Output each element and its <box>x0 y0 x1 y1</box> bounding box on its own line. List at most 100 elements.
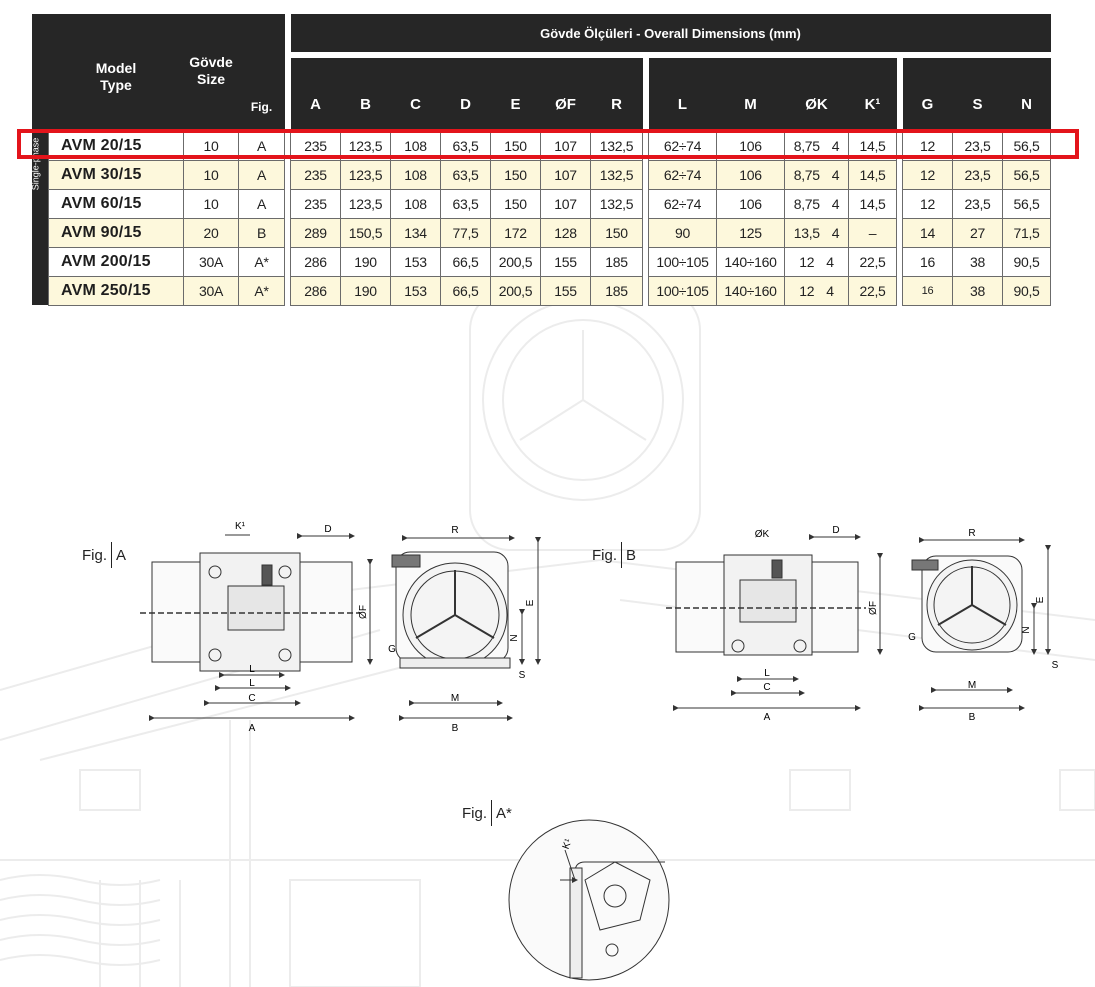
d-cell: 77,5 <box>440 217 491 248</box>
b-cell: 123,5 <box>340 188 391 219</box>
size-cell: 30A <box>183 275 239 306</box>
k-count: 4 <box>831 137 840 154</box>
dim-b-s-label: S <box>1052 660 1059 671</box>
k-diameter: 13,5 <box>793 224 820 241</box>
c-cell: 134 <box>390 217 441 248</box>
fig-b-label: Fig.B <box>592 542 636 568</box>
r-cell: 185 <box>590 246 643 277</box>
dim-b-d-label: D <box>832 525 839 536</box>
fig-astar-detail-view <box>508 819 670 981</box>
size-header-label-1: Gövde <box>189 54 233 70</box>
fig-cell: A <box>238 188 285 219</box>
dim-l2-label: L <box>249 664 255 675</box>
k-cell: 12 4 <box>784 246 849 277</box>
dim-g-label: G <box>388 644 396 655</box>
k1-cell: – <box>848 217 897 248</box>
g-cell: 14 <box>902 217 953 248</box>
e-cell: 150 <box>490 159 541 190</box>
dim-b-a-label: A <box>764 712 771 723</box>
dim-b-label: B <box>452 723 459 734</box>
fig-a-front-view <box>391 535 541 721</box>
col-header-k: ØK <box>784 52 849 131</box>
size-fig-header: Gövde Size Fig. <box>183 14 285 131</box>
m-cell: 140÷160 <box>716 275 785 306</box>
size-cell: 10 <box>183 188 239 219</box>
d-cell: 63,5 <box>440 159 491 190</box>
k-count: 4 <box>826 253 834 270</box>
k-count: 4 <box>831 195 840 212</box>
table-row: AVM 90/15 20 B 289 150,5 134 77,5 172 12… <box>32 217 1051 248</box>
c-cell: 108 <box>390 188 441 219</box>
dim-m-label: M <box>451 693 459 704</box>
dim-d-label: D <box>324 524 331 535</box>
col-header-d: D <box>440 52 491 131</box>
a-cell: 235 <box>290 188 341 219</box>
fig-cell: A* <box>238 246 285 277</box>
n-cell: 90,5 <box>1002 275 1051 306</box>
size-header-label-2: Size <box>196 71 225 87</box>
r-cell: 132,5 <box>590 188 643 219</box>
k-diameter: 8,75 <box>793 166 820 183</box>
fig-header-label: Fig. <box>250 100 273 114</box>
a-cell: 286 <box>290 275 341 306</box>
dim-b-e-label: E <box>1035 596 1046 603</box>
b-cell: 190 <box>340 246 391 277</box>
k1-cell: 14,5 <box>848 159 897 190</box>
dim-b-n-label: N <box>1021 626 1032 633</box>
g-cell: 12 <box>902 188 953 219</box>
fig-b-side-view <box>666 534 883 711</box>
dim-a-label: A <box>249 723 256 734</box>
dim-k1-label: K¹ <box>235 521 246 532</box>
a-cell: 286 <box>290 246 341 277</box>
k-diameter: 8,75 <box>793 195 820 212</box>
model-cell: AVM 90/15 <box>48 217 184 248</box>
dim-b-g-label: G <box>908 632 916 643</box>
model-cell: AVM 250/15 <box>48 275 184 306</box>
k-diameter: 12 <box>799 253 815 270</box>
col-header-b: B <box>340 52 391 131</box>
col-header-g: G <box>902 52 953 131</box>
model-cell: AVM 200/15 <box>48 246 184 277</box>
fig-a-label: Fig.A <box>82 542 126 568</box>
r-cell: 185 <box>590 275 643 306</box>
dim-astar-k1-label: K¹ <box>561 837 575 851</box>
f-cell: 155 <box>540 275 591 306</box>
l-cell: 62÷74 <box>648 159 717 190</box>
e-cell: 150 <box>490 188 541 219</box>
k-diameter: 8,75 <box>793 137 820 154</box>
f-cell: 155 <box>540 246 591 277</box>
e-cell: 200,5 <box>490 275 541 306</box>
s-cell: 38 <box>952 275 1003 306</box>
dim-r-label: R <box>451 525 458 536</box>
s-cell: 23,5 <box>952 188 1003 219</box>
n-cell: 90,5 <box>1002 246 1051 277</box>
d-cell: 66,5 <box>440 246 491 277</box>
dim-b-l-label: L <box>764 668 770 679</box>
col-header-a: A <box>290 52 341 131</box>
table-row: AVM 200/15 30A A* 286 190 153 66,5 200,5… <box>32 246 1051 277</box>
d-cell: 63,5 <box>440 188 491 219</box>
l-cell: 100÷105 <box>648 246 717 277</box>
table-row: AVM 60/15 10 A 235 123,5 108 63,5 150 10… <box>32 188 1051 219</box>
model-header-label: Model <box>95 60 137 77</box>
n-cell: 56,5 <box>1002 159 1051 190</box>
a-cell: 289 <box>290 217 341 248</box>
m-cell: 106 <box>716 188 785 219</box>
g-cell: 16 <box>902 246 953 277</box>
k-cell: 8,75 4 <box>784 188 849 219</box>
dim-c-label: C <box>248 693 255 704</box>
k-count: 4 <box>831 224 840 241</box>
table-row: AVM 250/15 30A A* 286 190 153 66,5 200,5… <box>32 275 1051 306</box>
dim-l-label: L <box>249 678 255 689</box>
dim-b-m-label: M <box>968 680 976 691</box>
row-highlight-box <box>17 129 1079 159</box>
dim-s-label: S <box>519 670 526 681</box>
type-header-label: Type <box>100 77 132 94</box>
col-header-f: ØF <box>540 52 591 131</box>
fig-cell: A* <box>238 275 285 306</box>
c-cell: 108 <box>390 159 441 190</box>
